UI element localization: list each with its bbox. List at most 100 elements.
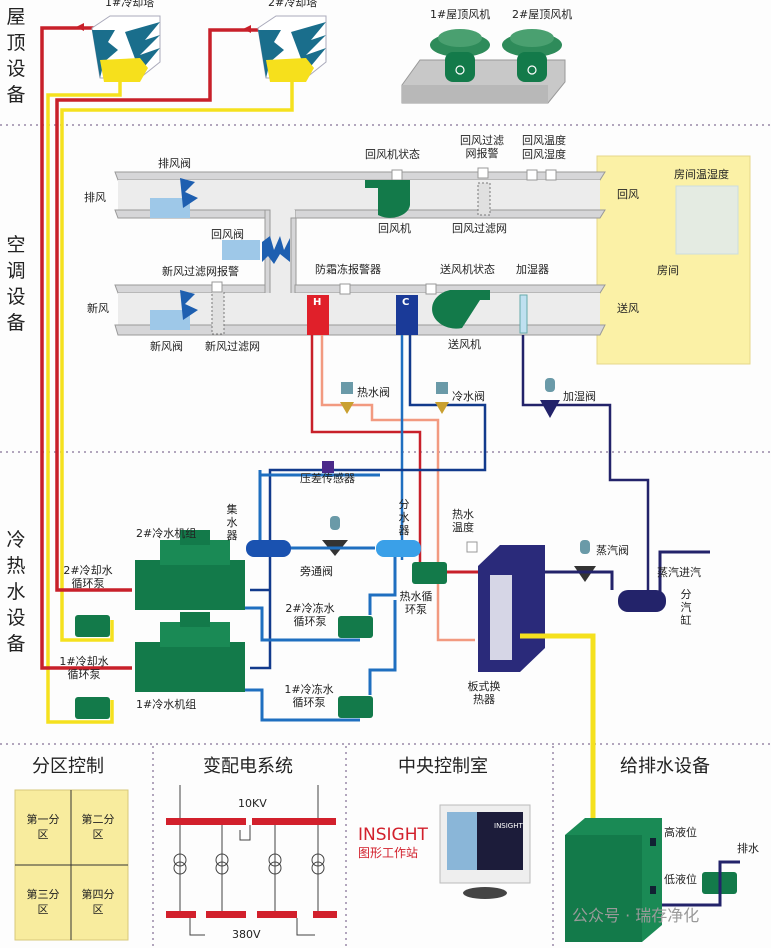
label-return-damper: 回风阀 [211,228,244,241]
label-humidifier: 加湿器 [516,263,549,276]
pump-icons [75,562,737,894]
label-return-temp: 回风温度 [522,134,566,147]
label-roof-fan1: 1#屋顶风机 [430,8,491,21]
return-filter [477,182,491,216]
label-divider: 分水器 [398,498,410,537]
valve-icons [322,378,596,582]
label-roof-fan2: 2#屋顶风机 [512,8,573,21]
cooling-tower-2 [257,15,327,82]
label-return-fan: 回风机 [378,222,411,235]
section-supply-drain: 给排水设备 [620,756,710,777]
collector [246,540,291,557]
divider [376,540,421,557]
chiller-1 [135,612,245,692]
label-low-level: 低液位 [664,873,697,886]
label-collector: 集水器 [226,503,238,542]
supply-fan [432,290,490,329]
hot-temp-sensor [466,541,478,553]
label-fresh-filter: 新风过滤网 [205,340,260,353]
power-oneline [166,785,337,936]
roof-fan-1 [430,29,490,82]
zone-1: 第一分区 [26,813,60,841]
label-supply-air: 送风 [617,302,639,315]
label-tower1: 1#冷却塔 [105,0,155,9]
label-cool-coil: C [402,297,410,308]
label-fresh-filter-alarm: 新风过滤网报警 [162,265,239,278]
label-steam-in: 蒸汽进汽 [657,566,701,579]
chilled-water-pipes [245,470,710,722]
flow-arrow-icon [76,23,84,31]
water-tank [565,818,740,942]
return-fan [365,180,410,218]
label-exhaust: 排风 [84,191,106,204]
water-supply-pipe [520,633,596,822]
label-tower2: 2#冷却塔 [268,0,318,9]
label-chw-pump1: 1#冷冻水循环泵 [284,683,334,709]
label-dp-sensor: 压差传感器 [300,472,355,485]
label-chiller2: 2#冷水机组 [136,527,197,540]
section-zone: 分区控制 [32,756,104,777]
label-return-air: 回风 [617,188,639,201]
label-room-th: 房间温湿度 [674,168,729,181]
label-return-fan-status: 回风机状态 [365,148,420,161]
label-return-filter: 回风过滤网 [452,222,507,235]
label-chiller1: 1#冷水机组 [136,698,197,711]
label-return-humidity: 回风湿度 [522,148,566,161]
label-hw-pump: 热水循环泵 [399,590,433,616]
roof-fan-2 [502,29,562,82]
label-380v: 380V [232,928,261,941]
chiller-2 [135,530,245,610]
room-th-sensor [675,185,739,255]
heating-coil [307,295,329,335]
label-frost-alarm: 防霜冻报警器 [315,263,381,276]
label-supply-fan-status: 送风机状态 [440,263,495,276]
section-ac: 空调设备 [6,234,26,334]
label-supply-fan: 送风机 [448,338,481,351]
label-return-filter-alarm: 回风过滤网报警 [460,134,504,160]
zone-grid [14,789,129,941]
label-bypass: 旁通阀 [300,565,333,578]
zone-4: 第四分区 [81,888,115,916]
duct-sensors [211,167,557,295]
label-exhaust-damper: 排风阀 [158,157,191,170]
label-cold-valve: 冷水阀 [452,390,485,403]
flow-arrow-icon [243,25,251,33]
screen-logo: INSIGHT [494,822,523,830]
label-room: 房间 [657,264,679,277]
cooling-coil [396,295,418,335]
cooling-tower-1 [91,15,161,82]
label-cw-pump2: 2#冷却水循环泵 [63,564,113,590]
label-hot-valve: 热水阀 [357,386,390,399]
section-control: 中央控制室 [398,756,488,777]
fresh-filter [211,291,225,335]
label-humid-valve: 加湿阀 [563,390,596,403]
watermark: 公众号 · 瑞存净化 [572,906,700,925]
damper-icons [150,178,290,330]
steam-header [618,590,666,612]
humidifier [519,294,528,334]
label-hot-temp: 热水温度 [452,508,474,534]
label-drain: 排水 [737,842,759,855]
zone-3: 第三分区 [26,888,60,916]
plate-heat-exchanger [478,545,545,672]
workstation-monitor [439,804,531,899]
section-roof: 屋顶设备 [6,6,26,106]
label-steam-valve: 蒸汽阀 [596,544,629,557]
zone-2: 第二分区 [81,813,115,841]
label-cw-pump1: 1#冷却水循环泵 [59,655,109,681]
cooling-water-pipes [40,26,294,724]
insight-brand: INSIGHT [358,825,428,845]
label-fresh-damper: 新风阀 [150,340,183,353]
section-water: 冷热水设备 [6,529,26,655]
dp-sensor [322,461,334,473]
workstation-label: 图形工作站 [358,846,419,860]
section-dividers [0,124,771,948]
label-heat-coil: H [313,297,322,308]
label-plate-hx: 板式换热器 [467,680,501,706]
section-power: 变配电系统 [203,756,293,777]
coil-pipes [250,335,650,670]
label-steam-header: 分汽缸 [680,588,692,627]
label-high-level: 高液位 [664,826,697,839]
label-fresh-air: 新风 [87,302,109,315]
